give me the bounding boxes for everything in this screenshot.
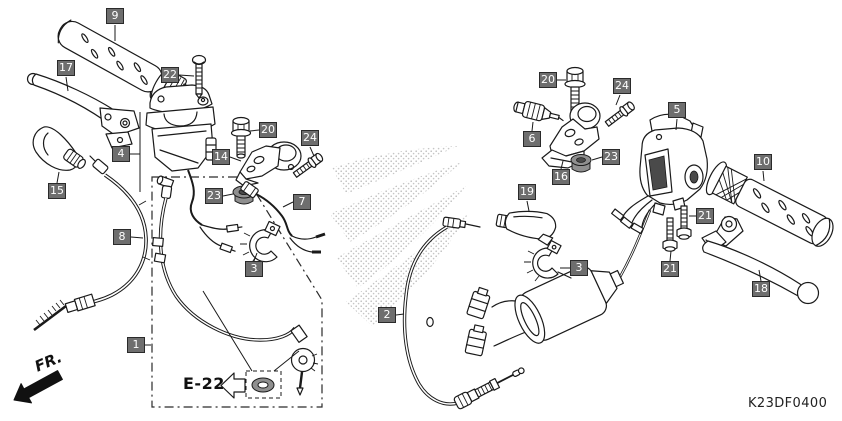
part-callout-9[interactable]: 9 xyxy=(106,8,124,24)
part-callout-23[interactable]: 23 xyxy=(205,188,223,204)
front-direction-arrow-icon xyxy=(13,370,63,404)
part-callout-22[interactable]: 22 xyxy=(161,67,179,83)
part-callout-8[interactable]: 8 xyxy=(113,229,131,245)
screw-22-drawing xyxy=(191,54,207,99)
clutch-cable-8-drawing xyxy=(33,155,151,332)
part-callout-21[interactable]: 21 xyxy=(661,261,679,277)
right-grip-10-drawing xyxy=(705,161,834,247)
lever-boot-15-drawing xyxy=(32,126,86,171)
e22-reference-drawing xyxy=(202,290,300,399)
screw-24-right-drawing xyxy=(604,101,635,127)
throttle-cable-2-drawing xyxy=(402,216,525,410)
holder-bracket-14-drawing xyxy=(235,141,302,187)
part-callout-3[interactable]: 3 xyxy=(570,260,588,276)
right-switch-housing-5-drawing xyxy=(611,113,708,235)
switch-wire-7-drawing xyxy=(240,181,326,254)
cable-set-box-1 xyxy=(151,176,323,408)
honda-wing-watermark xyxy=(330,146,468,326)
lever-cover-19-drawing xyxy=(495,210,557,246)
part-callout-14[interactable]: 14 xyxy=(212,149,230,165)
part-callout-4[interactable]: 4 xyxy=(112,146,130,162)
leader-lines xyxy=(56,25,765,346)
part-callout-20[interactable]: 20 xyxy=(259,122,277,138)
left-lever-17-drawing xyxy=(26,72,140,149)
screws-21-drawing xyxy=(662,205,692,252)
part-callout-19[interactable]: 19 xyxy=(518,184,536,200)
part-callout-24[interactable]: 24 xyxy=(301,130,319,146)
e22-reference-label[interactable]: E-22 xyxy=(183,374,225,393)
bolt-20-left-drawing xyxy=(230,116,252,159)
throttle-cable-a-drawing xyxy=(152,175,319,396)
part-callout-7[interactable]: 7 xyxy=(293,194,311,210)
part-callout-3[interactable]: 3 xyxy=(245,261,263,277)
e22-oring-box xyxy=(245,370,282,399)
grommet-23-right-drawing xyxy=(570,154,592,173)
wire-clamp-3-left-drawing xyxy=(240,220,281,265)
part-callout-6[interactable]: 6 xyxy=(523,131,541,147)
diagram-code: K23DF0400 xyxy=(748,396,828,411)
part-callout-20[interactable]: 20 xyxy=(539,72,557,88)
part-callout-21[interactable]: 21 xyxy=(696,208,714,224)
part-callout-1[interactable]: 1 xyxy=(127,337,145,353)
connector-b xyxy=(464,324,487,357)
bolt-20-right-drawing xyxy=(564,66,586,116)
e22-arrow-icon xyxy=(220,372,246,399)
wire-boot-assembly-drawing xyxy=(464,209,652,357)
screw-24-left-drawing xyxy=(292,152,324,178)
part-callout-23[interactable]: 23 xyxy=(602,149,620,165)
right-lever-18-drawing xyxy=(701,215,820,305)
part-callout-15[interactable]: 15 xyxy=(48,183,66,199)
part-callout-5[interactable]: 5 xyxy=(668,102,686,118)
connector-a xyxy=(466,286,491,320)
part-callout-17[interactable]: 17 xyxy=(57,60,75,76)
part-callout-10[interactable]: 10 xyxy=(754,154,772,170)
part-callout-18[interactable]: 18 xyxy=(752,281,770,297)
wire-clamp-3-right-drawing xyxy=(524,239,572,282)
part-callout-16[interactable]: 16 xyxy=(552,169,570,185)
part-callout-24[interactable]: 24 xyxy=(613,78,631,94)
starter-switch-6-drawing xyxy=(513,100,564,122)
part-callout-2[interactable]: 2 xyxy=(378,307,396,323)
